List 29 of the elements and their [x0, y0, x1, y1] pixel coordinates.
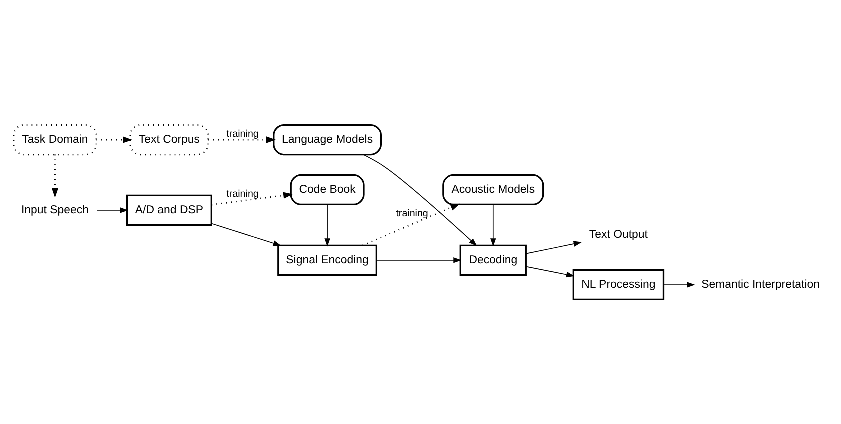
arrow	[664, 282, 696, 288]
node-text: Input Speech	[21, 204, 89, 216]
node-box: Language Models	[273, 124, 382, 156]
arrow	[362, 203, 460, 246]
arrow	[526, 266, 575, 278]
arrow	[526, 240, 582, 254]
node-box: Decoding	[460, 244, 527, 276]
arrow	[211, 222, 282, 246]
node-box: Text Corpus	[130, 124, 210, 156]
edge-label: training	[226, 188, 259, 200]
arrow	[212, 192, 294, 206]
node-text: Text Output	[589, 228, 648, 241]
node-text: Semantic Interpretation	[702, 278, 820, 291]
arrow	[490, 204, 496, 246]
edge-label: training	[396, 208, 428, 220]
node-box: A/D and DSP	[126, 194, 212, 226]
arrow	[96, 207, 128, 213]
arrow	[52, 154, 59, 198]
node-box: NL Processing	[572, 268, 665, 300]
edge-label: training	[226, 128, 259, 140]
arrow	[96, 136, 133, 143]
node-box: Task Domain	[13, 124, 98, 156]
arrow	[324, 204, 330, 246]
node-box: Signal Encoding	[278, 244, 378, 276]
arrow	[208, 136, 276, 143]
node-box: Code Book	[290, 174, 365, 206]
node-box: Acoustic Models	[442, 174, 544, 206]
arrow	[363, 154, 478, 246]
arrow	[376, 257, 462, 263]
